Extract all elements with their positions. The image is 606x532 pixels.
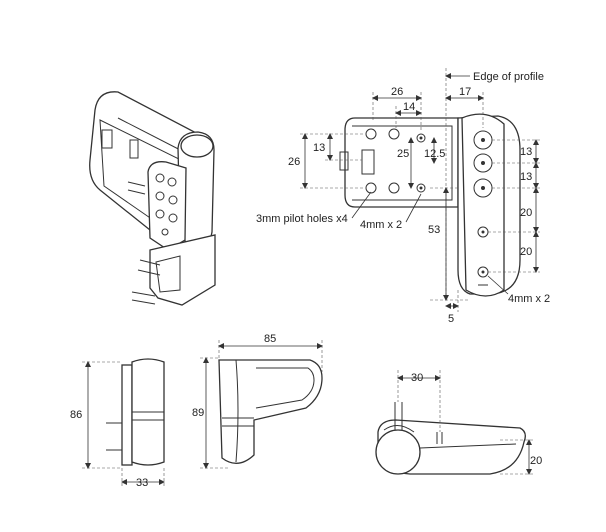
top-view: 30 20 [375, 370, 542, 475]
dim-right-13b: 13 [520, 171, 532, 183]
dim-right-20a: 20 [520, 207, 532, 219]
dim-front-86: 86 [70, 409, 82, 421]
dim-top-20: 20 [530, 455, 542, 467]
edge-of-profile-label: Edge of profile [473, 71, 544, 83]
dim-left-26: 26 [288, 156, 300, 168]
plan-dimension-text: Edge of profile 26 14 17 13 26 25 12.5 1… [256, 71, 550, 325]
pilot-hole [388, 182, 400, 194]
dim-bottom-5: 5 [448, 313, 454, 325]
dim-top-30: 30 [411, 372, 423, 384]
pilot-hole [388, 128, 400, 140]
dim-left-13: 13 [313, 142, 325, 154]
side-elevation-view: 85 89 [192, 333, 323, 469]
hole-pair-lower-label: 4mm x 2 [508, 293, 550, 305]
dim-front-33: 33 [136, 477, 148, 489]
dim-top-14: 14 [403, 101, 415, 113]
hole-pair-upper-label: 4mm x 2 [360, 219, 402, 231]
pilot-holes-label: 3mm pilot holes x4 [256, 213, 348, 225]
dim-top-17: 17 [459, 86, 471, 98]
plan-dimension-lines [300, 68, 540, 312]
dim-side-89: 89 [192, 407, 204, 419]
dim-mid-12-5: 12.5 [424, 148, 445, 160]
dim-mid-25: 25 [397, 148, 409, 160]
pilot-hole [365, 128, 377, 140]
front-plan-view [339, 113, 521, 297]
dim-top-26: 26 [391, 86, 403, 98]
pilot-hole [365, 182, 377, 194]
dim-right-13a: 13 [520, 146, 532, 158]
front-elevation-view: 86 33 [70, 358, 165, 489]
dim-vert-53: 53 [428, 224, 440, 236]
dim-right-20b: 20 [520, 246, 532, 258]
dim-side-85: 85 [264, 333, 276, 345]
isometric-view [89, 91, 216, 306]
